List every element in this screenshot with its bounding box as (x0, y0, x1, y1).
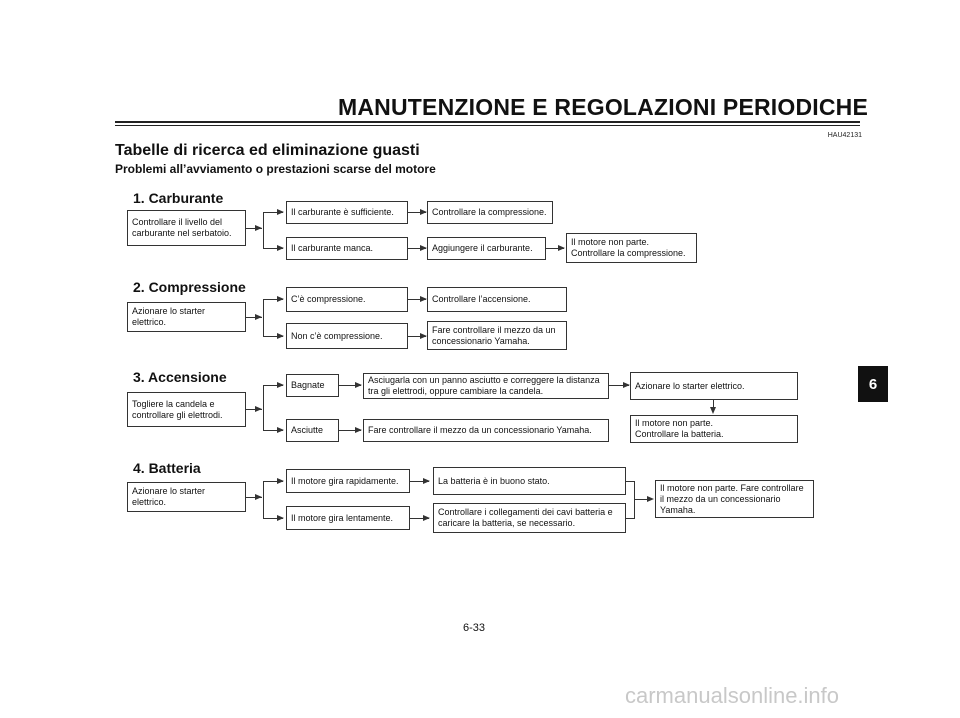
connector (339, 385, 361, 386)
arrow-right-icon (277, 296, 284, 302)
aggiungere-carburante-box: Aggiungere il carburante. (427, 237, 546, 260)
arrow-right-icon (647, 496, 654, 502)
fare-controllare-box: Fare controllare il mezzo da un concessi… (427, 321, 567, 350)
bagnate-box: Bagnate (286, 374, 339, 397)
connector (408, 212, 426, 213)
batteria-start-box: Azionare lo starter elettrico. (127, 482, 246, 512)
connector (263, 430, 283, 431)
connector (263, 336, 283, 337)
compressione-start-box: Azionare lo starter elettrico. (127, 302, 246, 332)
connector (263, 385, 283, 386)
arrow-right-icon (255, 406, 262, 412)
connector (263, 481, 264, 518)
connector (246, 409, 262, 410)
arrow-right-icon (255, 494, 262, 500)
fare-controllare-yamaha-box: Fare controllare il mezzo da un concessi… (363, 419, 609, 442)
arrow-right-icon (355, 427, 362, 433)
arrow-right-icon (255, 314, 262, 320)
arrow-right-icon (420, 245, 427, 251)
accensione-start-box: Togliere la candela e controllare gli el… (127, 392, 246, 427)
arrow-right-icon (277, 515, 284, 521)
connector (410, 518, 429, 519)
connector (410, 481, 429, 482)
connector (263, 212, 283, 213)
document-code: HAU42131 (827, 132, 862, 139)
ce-compressione-box: C’è compressione. (286, 287, 408, 312)
connector (626, 481, 634, 482)
connector (634, 499, 648, 500)
arrow-right-icon (277, 382, 284, 388)
batteria-buono-stato-box: La batteria è in buono stato. (433, 467, 626, 495)
connector (626, 518, 634, 519)
connector (408, 248, 426, 249)
motore-non-parte-batteria-box: Il motore non parte. Controllare la batt… (630, 415, 798, 443)
accensione-heading: 3. Accensione (133, 369, 227, 385)
connector (246, 497, 262, 498)
watermark: carmanualsonline.info (625, 683, 840, 708)
arrow-right-icon (420, 296, 427, 302)
carburante-sufficiente-box: Il carburante è sufficiente. (286, 201, 408, 224)
header-rule (115, 121, 860, 123)
connector (246, 317, 262, 318)
arrow-down-icon (710, 407, 716, 414)
connector (246, 228, 262, 229)
arrow-right-icon (277, 209, 284, 215)
arrow-right-icon (255, 225, 262, 231)
connector (263, 299, 283, 300)
page-header-title: MANUTENZIONE E REGOLAZIONI PERIODICHE (338, 94, 869, 120)
connector (609, 385, 629, 386)
chapter-tab: 6 (858, 366, 888, 402)
connector (634, 481, 635, 519)
carburante-start-box: Controllare il livello del carburante ne… (127, 210, 246, 246)
arrow-right-icon (423, 515, 430, 521)
compressione-heading: 2. Compressione (133, 279, 246, 295)
header-rule-thin (115, 125, 860, 126)
batteria-heading: 4. Batteria (133, 460, 201, 476)
connector (408, 299, 426, 300)
controllare-collegamenti-box: Controllare i collegamenti dei cavi batt… (433, 503, 626, 533)
gira-lentamente-box: Il motore gira lentamente. (286, 506, 410, 530)
motore-non-parte-box: Il motore non parte. Controllare la comp… (566, 233, 697, 263)
connector (713, 400, 714, 410)
connector (263, 518, 283, 519)
arrow-right-icon (277, 478, 284, 484)
arrow-right-icon (277, 333, 284, 339)
connector (263, 481, 283, 482)
connector (263, 385, 264, 430)
arrow-right-icon (277, 245, 284, 251)
connector (263, 299, 264, 336)
connector (546, 248, 564, 249)
gira-rapidamente-box: Il motore gira rapidamente. (286, 469, 410, 493)
non-ce-compressione-box: Non c’è compressione. (286, 323, 408, 349)
controllare-accensione-box: Controllare l’accensione. (427, 287, 567, 312)
connector (408, 336, 426, 337)
carburante-heading: 1. Carburante (133, 190, 224, 206)
arrow-right-icon (558, 245, 565, 251)
arrow-right-icon (277, 427, 284, 433)
asciutte-box: Asciutte (286, 419, 339, 442)
arrow-right-icon (355, 382, 362, 388)
arrow-right-icon (623, 382, 630, 388)
batteria-end-box: Il motore non parte. Fare controllare il… (655, 480, 814, 518)
controllare-compressione-box: Controllare la compressione. (427, 201, 553, 224)
carburante-manca-box: Il carburante manca. (286, 237, 408, 260)
connector (339, 430, 361, 431)
azionare-starter-box: Azionare lo starter elettrico. (630, 372, 798, 400)
arrow-right-icon (420, 333, 427, 339)
page-number: 6-33 (463, 622, 486, 634)
section-subtitle: Problemi all’avviamento o prestazioni sc… (115, 162, 436, 176)
arrow-right-icon (423, 478, 430, 484)
connector (263, 212, 264, 248)
asciugarla-box: Asciugarla con un panno asciutto e corre… (363, 373, 609, 399)
arrow-right-icon (420, 209, 427, 215)
section-title: Tabelle di ricerca ed eliminazione guast… (115, 142, 420, 159)
connector (263, 248, 283, 249)
